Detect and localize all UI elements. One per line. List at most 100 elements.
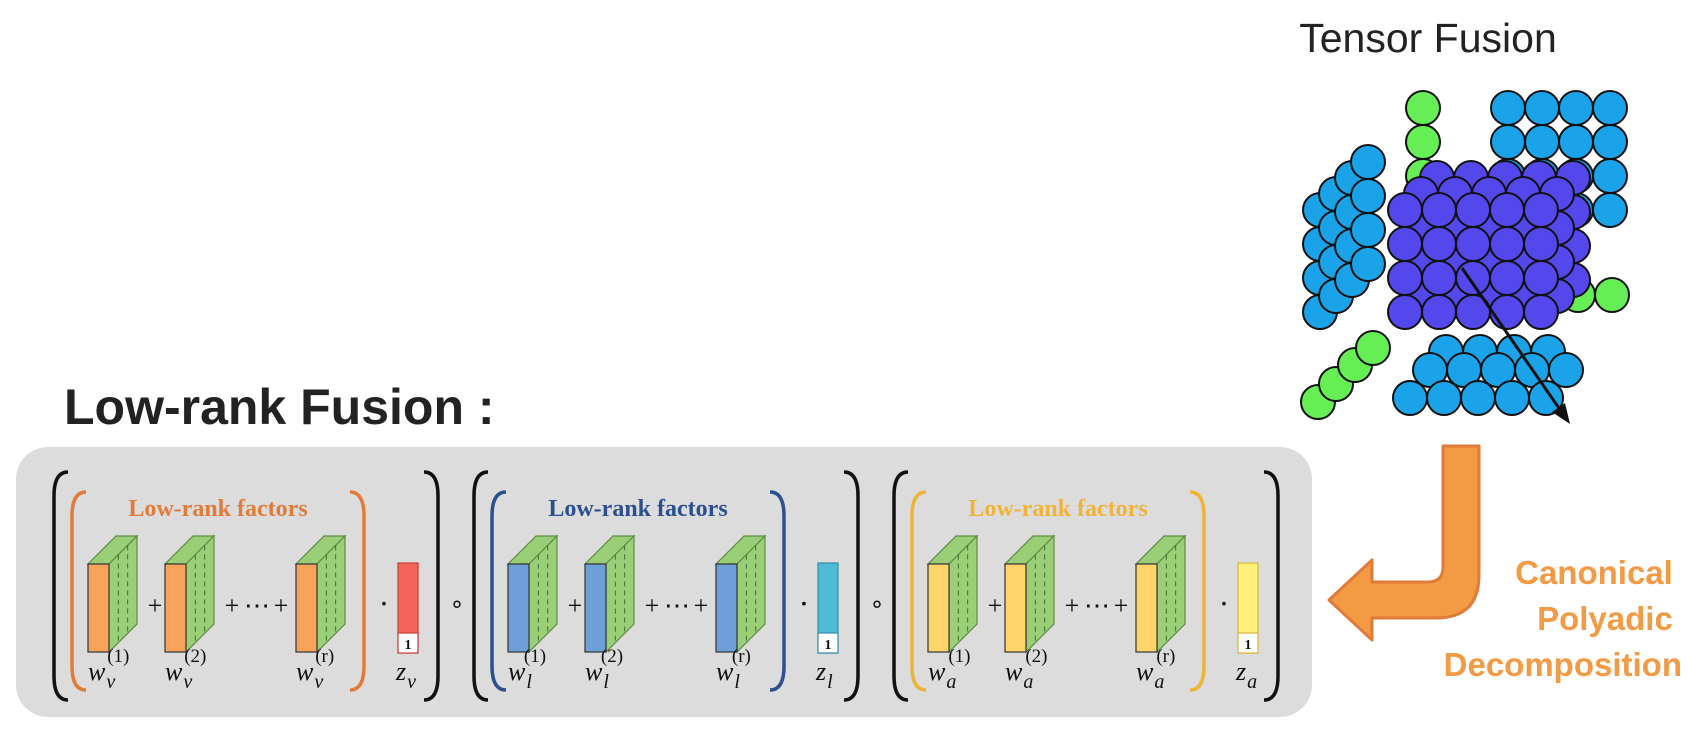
tensor-sphere: [1524, 90, 1560, 126]
factor-tensor: [714, 534, 767, 654]
factor-label: wa(2): [1005, 646, 1048, 693]
tensor-sphere: [1455, 226, 1491, 262]
tensor-sphere: [1455, 260, 1491, 296]
equation: Low-rank factors++⋯+wv(1)wv(2)wv(r)·1zv∘…: [52, 470, 1280, 702]
factor-label: wa(1): [928, 646, 971, 693]
plus-operator: +: [1065, 591, 1080, 620]
factor-tensor: [583, 534, 636, 654]
z-vector-one-cell: [817, 632, 839, 654]
tensor-fusion-title: Tensor Fusion: [1299, 15, 1557, 61]
factor-label: wv(2): [165, 646, 206, 693]
tensor-sphere: [1490, 90, 1526, 126]
plus-operator: +: [148, 591, 163, 620]
open-paren: [910, 490, 927, 692]
open-paren: [472, 470, 489, 702]
close-paren: [423, 470, 440, 702]
outer-product-operator: ∘: [449, 592, 464, 618]
low-rank-factors-label: Low-rank factors: [548, 496, 727, 522]
tensor-sphere: [1421, 260, 1457, 296]
tensor-sphere: [1350, 144, 1386, 180]
plus-operator: +: [988, 591, 1003, 620]
factor-label: wl(r): [716, 646, 751, 693]
open-paren: [490, 490, 507, 692]
factor-tensor: [1003, 534, 1056, 654]
z-label: zl: [815, 657, 833, 693]
open-paren: [892, 470, 909, 702]
tensor-sphere: [1489, 260, 1525, 296]
tensor-sphere: [1524, 124, 1560, 160]
tensor-sphere: [1460, 380, 1496, 416]
cpd-arrow: [1327, 444, 1481, 642]
z-label: za: [1235, 657, 1257, 693]
tensor-sphere: [1421, 226, 1457, 262]
close-paren: [843, 470, 860, 702]
plus-operator: +: [694, 591, 709, 620]
close-paren: [1263, 470, 1280, 702]
tensor-cloud: [1300, 90, 1630, 420]
tensor-sphere: [1528, 380, 1564, 416]
factor-label: wa(r): [1136, 646, 1175, 693]
tensor-sphere: [1592, 124, 1628, 160]
low-rank-factors-label: Low-rank factors: [128, 496, 307, 522]
tensor-sphere: [1523, 226, 1559, 262]
close-paren: [1189, 490, 1206, 692]
plus-operator: +: [225, 591, 240, 620]
tensor-sphere: [1489, 294, 1525, 330]
z-vector-one: 1: [825, 638, 832, 653]
factor-label: wl(2): [585, 646, 623, 693]
tensor-sphere: [1350, 178, 1386, 214]
tensor-sphere: [1592, 90, 1628, 126]
tensor-sphere: [1405, 124, 1441, 160]
tensor-sphere: [1387, 260, 1423, 296]
ellipsis-operator: ⋯: [1084, 591, 1110, 620]
tensor-arrow: [1460, 267, 1565, 415]
tensor-sphere: [1558, 90, 1594, 126]
cpd-line-1: Canonical: [1515, 554, 1673, 591]
low-rank-fusion-title: Low-rank Fusion :: [64, 379, 495, 435]
factor-label: wl(1): [508, 646, 546, 693]
low-rank-factors-label: Low-rank factors: [968, 496, 1147, 522]
factor-tensor: [86, 534, 139, 654]
ellipsis-operator: ⋯: [244, 591, 270, 620]
ellipsis-operator: ⋯: [664, 591, 690, 620]
tensor-sphere: [1489, 192, 1525, 228]
tensor-sphere: [1592, 192, 1628, 228]
factor-tensor: [926, 534, 979, 654]
z-vector-one: 1: [1245, 638, 1252, 653]
tensor-sphere: [1392, 380, 1428, 416]
tensor-sphere: [1490, 124, 1526, 160]
open-paren: [52, 470, 69, 702]
low-rank-panel: [16, 447, 1312, 717]
factor-tensor: [1134, 534, 1187, 654]
tensor-arrow-head: [1552, 403, 1570, 424]
cpd-line-2: Polyadic: [1537, 600, 1673, 637]
tensor-sphere: [1421, 294, 1457, 330]
tensor-sphere: [1455, 192, 1491, 228]
factor-tensor: [163, 534, 216, 654]
cpd-line-3: Decomposition: [1444, 646, 1682, 683]
close-paren: [769, 490, 786, 692]
tensor-sphere: [1594, 277, 1630, 313]
z-vector-one-cell: [397, 632, 419, 654]
tensor-sphere: [1355, 330, 1391, 366]
tensor-sphere: [1523, 260, 1559, 296]
plus-operator: +: [645, 591, 660, 620]
dot-operator: ·: [379, 585, 390, 621]
dot-operator: ·: [1219, 585, 1230, 621]
outer-product-operator: ∘: [869, 592, 884, 618]
tensor-sphere: [1350, 212, 1386, 248]
tensor-sphere: [1387, 226, 1423, 262]
tensor-sphere: [1405, 90, 1441, 126]
tensor-sphere: [1489, 226, 1525, 262]
close-paren: [349, 490, 366, 692]
plus-operator: +: [568, 591, 583, 620]
plus-operator: +: [274, 591, 289, 620]
tensor-sphere: [1592, 158, 1628, 194]
z-label: zv: [395, 657, 416, 693]
open-paren: [70, 490, 87, 692]
tensor-sphere: [1494, 380, 1530, 416]
z-vector-one: 1: [405, 638, 412, 653]
tensor-sphere: [1523, 192, 1559, 228]
factor-tensor: [294, 534, 347, 654]
